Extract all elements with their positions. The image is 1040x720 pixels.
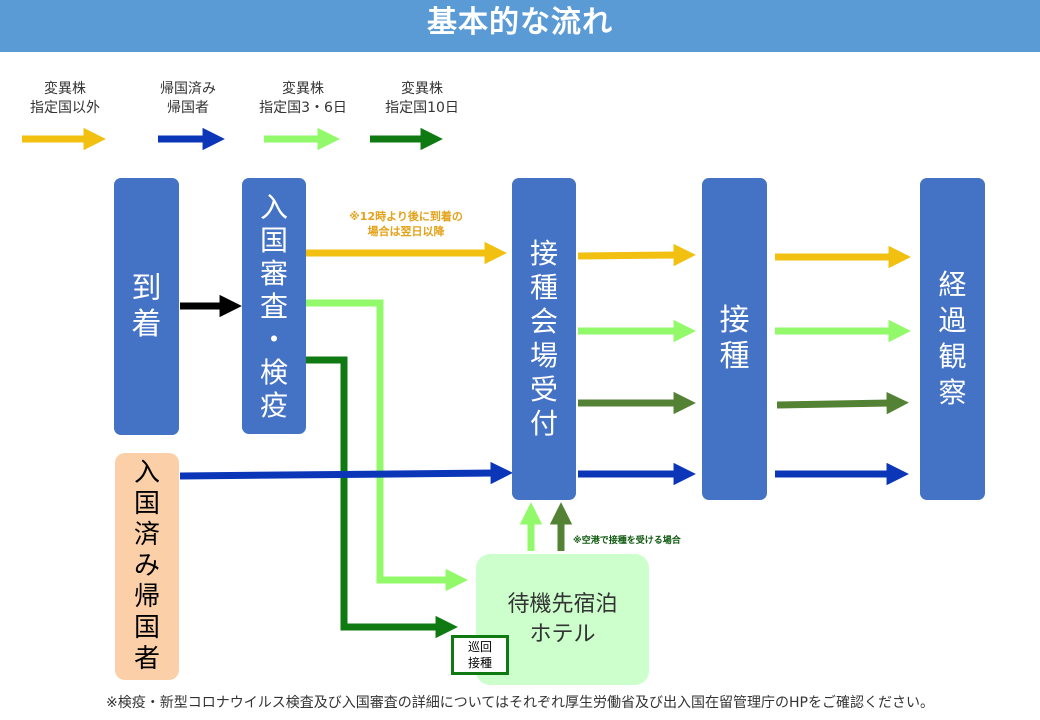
arrow-returnees-to-reception-blue (179, 461, 513, 485)
observation-label: 経 過 観 察 (938, 268, 967, 409)
reception-label: 接 種 会 場 受 付 (529, 237, 558, 440)
patrol-vaccination-label: 巡回 接種 (467, 640, 492, 670)
note-after-noon: ※12時より後に到着の 場合は翌日以降 (349, 210, 463, 238)
immigration-box: 入 国 審 査 ・ 検 疫 (242, 178, 306, 434)
arrival-box: 到 着 (114, 178, 179, 435)
immigration-label: 入 国 審 査 ・ 検 疫 (259, 190, 288, 422)
arrow-immigration-to-hotel-light-green (306, 299, 468, 592)
legend-label-3-6-days: 変異株 指定国3・6日 (259, 81, 347, 116)
arrow-vaccination-to-observation-olive (776, 391, 909, 415)
title-bar (0, 0, 1040, 52)
arrow-immigration-to-hotel-dark-green (306, 356, 458, 639)
legend-label-10-days: 変異株 指定国10日 (385, 81, 459, 116)
vaccination-box: 接 種 (702, 178, 767, 500)
legend-label-other-countries: 変異株 指定国以外 (30, 81, 100, 116)
arrival-label: 到 着 (131, 270, 162, 342)
page-title: 基本的な流れ (427, 5, 613, 40)
returnees-label: 入 国 済 み 帰 国 者 (133, 458, 160, 674)
note-airport-vaccination: ※空港で接種を受ける場合 (573, 536, 681, 546)
vaccination-label: 接 種 (719, 303, 750, 374)
observation-box: 経 過 観 察 (920, 178, 985, 500)
returnees-box: 入 国 済 み 帰 国 者 (115, 453, 179, 680)
hotel-label: 待機先宿泊 ホテル (507, 591, 618, 647)
arrow-reception-to-vaccination-yellow (577, 243, 696, 267)
patrol-vaccination-box: 巡回 接種 (451, 635, 509, 675)
legend-label-returnees: 帰国済み 帰国者 (160, 81, 216, 116)
footer-note: ※検疫・新型コロナウイルス検査及び入国審査の詳細についてはそれぞれ厚生労働省及び… (106, 695, 934, 711)
reception-box: 接 種 会 場 受 付 (512, 178, 576, 500)
